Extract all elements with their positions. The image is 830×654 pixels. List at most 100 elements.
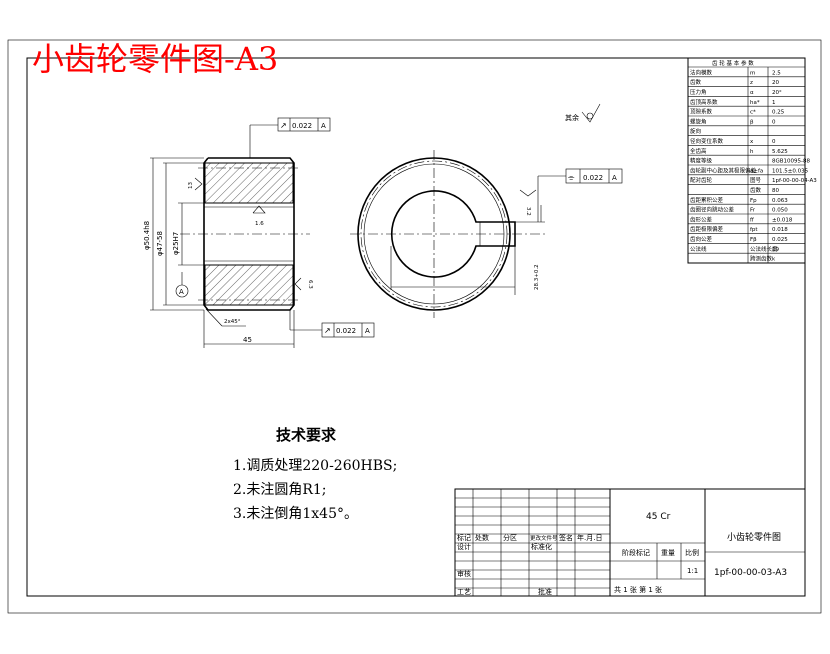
tb-header-count: 处数 xyxy=(475,533,489,542)
tb-header-sign: 签名 xyxy=(559,533,573,542)
gear-param-name: 齿向公差 xyxy=(690,235,713,243)
tb-sheets: 共 1 张 第 1 张 xyxy=(614,585,662,594)
gear-param-value: 20 xyxy=(772,80,779,86)
tb-material: 45 Cr xyxy=(646,512,671,522)
section-hatch-top xyxy=(204,162,294,204)
dim-outer-diameter: φ50.4h8 xyxy=(143,221,151,250)
section-view: φ50.4h8 φ47-58 φ25H7 A 13 1.6 6.3 2x45° … xyxy=(143,117,375,348)
bore-with-keyway xyxy=(390,190,516,278)
gear-param-value: 0.063 xyxy=(772,198,788,204)
svg-text:A: A xyxy=(321,122,326,130)
roughness-mark-face-left xyxy=(194,177,203,191)
tb-stage: 阶段标记 xyxy=(622,548,650,557)
gear-param-value: 101.5±0.035 xyxy=(772,168,809,174)
gear-param-name: 齿距极限偏差 xyxy=(690,225,724,233)
gear-param-name: 齿形公差 xyxy=(690,215,713,223)
gear-param-symbol: 齿数 xyxy=(750,186,762,194)
gear-param-name: 公法线 xyxy=(690,245,707,253)
gear-param-symbol: 图号 xyxy=(750,176,762,184)
gear-param-value: 2.5 xyxy=(772,70,781,76)
tb-header-change: 更改文件号 xyxy=(530,534,558,542)
gear-param-name: 径向变位系数 xyxy=(690,137,724,145)
tb-drawing-number: 1pf-00-00-03-A3 xyxy=(714,568,787,578)
gear-param-symbol: h xyxy=(750,149,754,155)
gear-param-symbol: fpt xyxy=(750,227,758,233)
tech-req-heading: 技术要求 xyxy=(276,426,337,444)
tb-standard: 标准化 xyxy=(531,542,552,551)
gear-param-symbol: z xyxy=(750,80,753,86)
datum-a-marker xyxy=(175,284,189,298)
roughness-mark-face-right xyxy=(294,277,302,291)
gear-param-symbol: Fr xyxy=(750,208,756,214)
gear-param-symbol: ff xyxy=(750,217,754,223)
dim-keyway-depth: 28.3+0.2 xyxy=(534,264,540,290)
gear-param-name: 齿顶高系数 xyxy=(690,98,718,106)
gear-param-symbol: Fβ xyxy=(750,237,757,243)
svg-text:A: A xyxy=(365,327,370,335)
gear-param-symbol: 跨测齿数 xyxy=(750,255,773,263)
dim-root-diameter: φ47-58 xyxy=(156,231,164,256)
runout-frame-bottom: ↗ 0.022 A xyxy=(321,322,375,338)
gear-param-name: 齿距累积公差 xyxy=(690,196,724,204)
gear-param-value: 19 xyxy=(772,247,779,253)
runout-frame-top: ↗ 0.022 A xyxy=(277,117,331,132)
tb-process: 工艺 xyxy=(457,588,471,596)
outer-frame xyxy=(7,39,822,614)
gear-param-value: 0 xyxy=(772,119,776,125)
tech-req-item-2: 2.未注圆角R1; xyxy=(233,482,327,498)
gear-param-symbol: x xyxy=(750,139,754,145)
title-block: 标记 处数 分区 更改文件号 签名 年.月.日 设计 标准化 审核 工艺 批准 … xyxy=(454,488,806,597)
gear-param-value: 0.25 xyxy=(772,110,785,116)
gear-param-value: 80 xyxy=(772,188,779,194)
section-hatch-bottom xyxy=(204,264,294,306)
gear-param-symbol: a±fa xyxy=(750,168,763,174)
gear-param-symbol: α xyxy=(750,90,754,96)
gear-param-value: k xyxy=(772,257,776,263)
inner-frame xyxy=(26,57,806,597)
gear-param-name: 精度等级 xyxy=(690,157,713,165)
roughness-rest-label: 其余 xyxy=(565,113,579,122)
gear-param-symbol: 公法线长度 xyxy=(750,245,778,253)
gear-param-symbol: Fp xyxy=(750,198,757,204)
gear-param-name: 齿数 xyxy=(690,78,702,86)
gear-param-value: 0.025 xyxy=(772,237,788,243)
tb-part-name: 小齿轮零件图 xyxy=(727,531,781,543)
gear-param-value: ±0.018 xyxy=(772,217,793,223)
gear-param-name: 压力角 xyxy=(690,88,707,96)
gear-param-name: 顶隙系数 xyxy=(690,108,713,116)
tech-req-item-1: 1.调质处理220-260HBS; xyxy=(233,458,397,474)
gear-param-value: 20° xyxy=(772,90,782,96)
svg-text:0.022: 0.022 xyxy=(336,327,356,335)
gear-param-value: 1pf-00-00-04-A3 xyxy=(772,178,817,184)
gear-param-name: 旋向 xyxy=(690,127,701,135)
drawing-title: 小齿轮零件图-A3 xyxy=(32,40,278,78)
symmetry-frame: ⌯ 0.022 A xyxy=(565,168,623,184)
tb-design: 设计 xyxy=(457,542,471,551)
technical-requirements: 技术要求 1.调质处理220-260HBS; 2.未注圆角R1; 3.未注倒角1… xyxy=(233,426,397,522)
roughness-mark-bore xyxy=(252,205,266,214)
roughness-face-right: 6.3 xyxy=(307,280,313,289)
tech-req-item-3: 3.未注倒角1x45°。 xyxy=(233,506,358,522)
dim-keyway-roughness: 3.2 xyxy=(525,207,531,216)
roughness-mark-keyway xyxy=(519,189,537,197)
roughness-bore: 1.6 xyxy=(255,221,264,227)
gear-param-value: 0 xyxy=(772,139,776,145)
gear-param-name: 齿轮副中心距及其极限偏差 xyxy=(690,166,757,174)
svg-text:⌯: ⌯ xyxy=(568,173,575,182)
roughness-mark-rest xyxy=(581,103,601,123)
tb-header-mark: 标记 xyxy=(457,533,471,542)
svg-text:0.022: 0.022 xyxy=(292,122,312,130)
tb-scale: 1:1 xyxy=(687,567,698,575)
tb-header-zone: 分区 xyxy=(503,533,517,542)
gear-param-value: 0.018 xyxy=(772,227,788,233)
dim-width: 45 xyxy=(243,336,252,344)
svg-text:0.022: 0.022 xyxy=(583,174,603,182)
datum-a-label: A xyxy=(179,288,184,296)
gear-param-symbol: β xyxy=(750,119,754,125)
front-view: 28.3+0.2 3.2 ⌯ 0.022 A 其余 xyxy=(350,103,623,318)
gear-param-symbol: c* xyxy=(750,110,756,116)
gear-param-name: 全齿高 xyxy=(690,147,707,155)
gear-param-value: 1 xyxy=(772,100,776,106)
